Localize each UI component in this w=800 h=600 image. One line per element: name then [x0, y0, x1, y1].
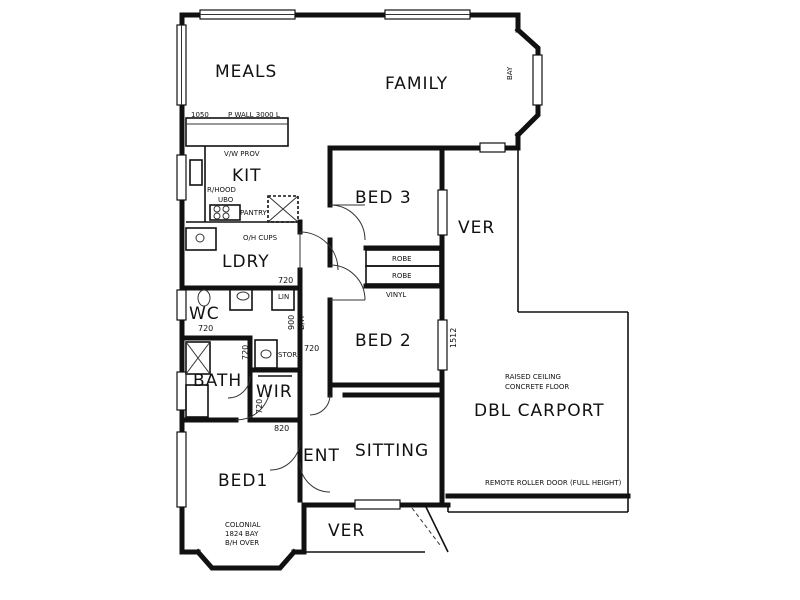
note-bay-1824: 1824 BAY	[225, 530, 259, 538]
windows	[176, 9, 543, 510]
note-oh-cups: O/H CUPS	[243, 234, 278, 242]
note-wall-dim: 1050	[191, 111, 209, 119]
dim-bh: B/H	[297, 316, 306, 330]
note-pantry: PANTRY	[240, 209, 267, 217]
dim-720-wir: 720	[255, 399, 264, 414]
dim-720-wc: 720	[198, 324, 213, 333]
dim-720-store: 720	[304, 344, 319, 353]
note-colonial: COLONIAL	[225, 521, 261, 529]
note-rhood: R/HOOD	[207, 186, 236, 194]
room-label-bath: BATH	[193, 371, 242, 391]
interior-walls	[179, 117, 445, 503]
room-label-wir: WIR	[256, 382, 293, 402]
note-lin: LIN	[278, 293, 289, 301]
room-label-ent: ENT	[303, 446, 340, 466]
dim-1512: 1512	[449, 328, 458, 348]
note-vw-prov: V/W PROV	[224, 150, 260, 158]
note-vinyl: VINYL	[386, 291, 406, 299]
dim-720-bath: 720	[241, 345, 250, 360]
room-label-kit: KIT	[232, 166, 262, 186]
dim-820: 820	[274, 424, 289, 433]
door-swings	[227, 204, 366, 493]
note-raised-ceiling: RAISED CEILING	[505, 373, 561, 381]
kitchen-fixtures	[189, 159, 299, 359]
front-verandah	[304, 504, 449, 553]
room-label-dbl-carport: DBL CARPORT	[474, 401, 605, 421]
room-label-ver-side: VER	[458, 218, 495, 238]
dim-900: 900	[287, 315, 296, 330]
note-robe-2: ROBE	[392, 272, 412, 280]
note-ubo: UBO	[218, 196, 234, 204]
note-p-wall: P WALL 3000 L	[228, 111, 280, 119]
note-bh-over: B/H OVER	[225, 539, 259, 547]
note-store: STORE	[278, 351, 302, 359]
room-label-meals: MEALS	[215, 62, 277, 82]
room-label-bed2: BED 2	[355, 331, 412, 351]
note-remote-door: REMOTE ROLLER DOOR (FULL HEIGHT)	[485, 479, 622, 487]
note-bay: BAY	[506, 66, 514, 80]
room-label-bed1: BED1	[218, 471, 268, 491]
room-label-bed3: BED 3	[355, 188, 412, 208]
room-label-ldry: LDRY	[222, 252, 270, 272]
room-label-wc: WC	[189, 304, 220, 324]
dim-720-ldry: 720	[278, 276, 293, 285]
room-label-family: FAMILY	[385, 74, 448, 94]
note-concrete-floor: CONCRETE FLOOR	[505, 383, 569, 391]
room-label-ver-front: VER	[328, 521, 365, 541]
room-label-sitting: SITTING	[355, 441, 429, 461]
note-robe-1: ROBE	[392, 255, 412, 263]
